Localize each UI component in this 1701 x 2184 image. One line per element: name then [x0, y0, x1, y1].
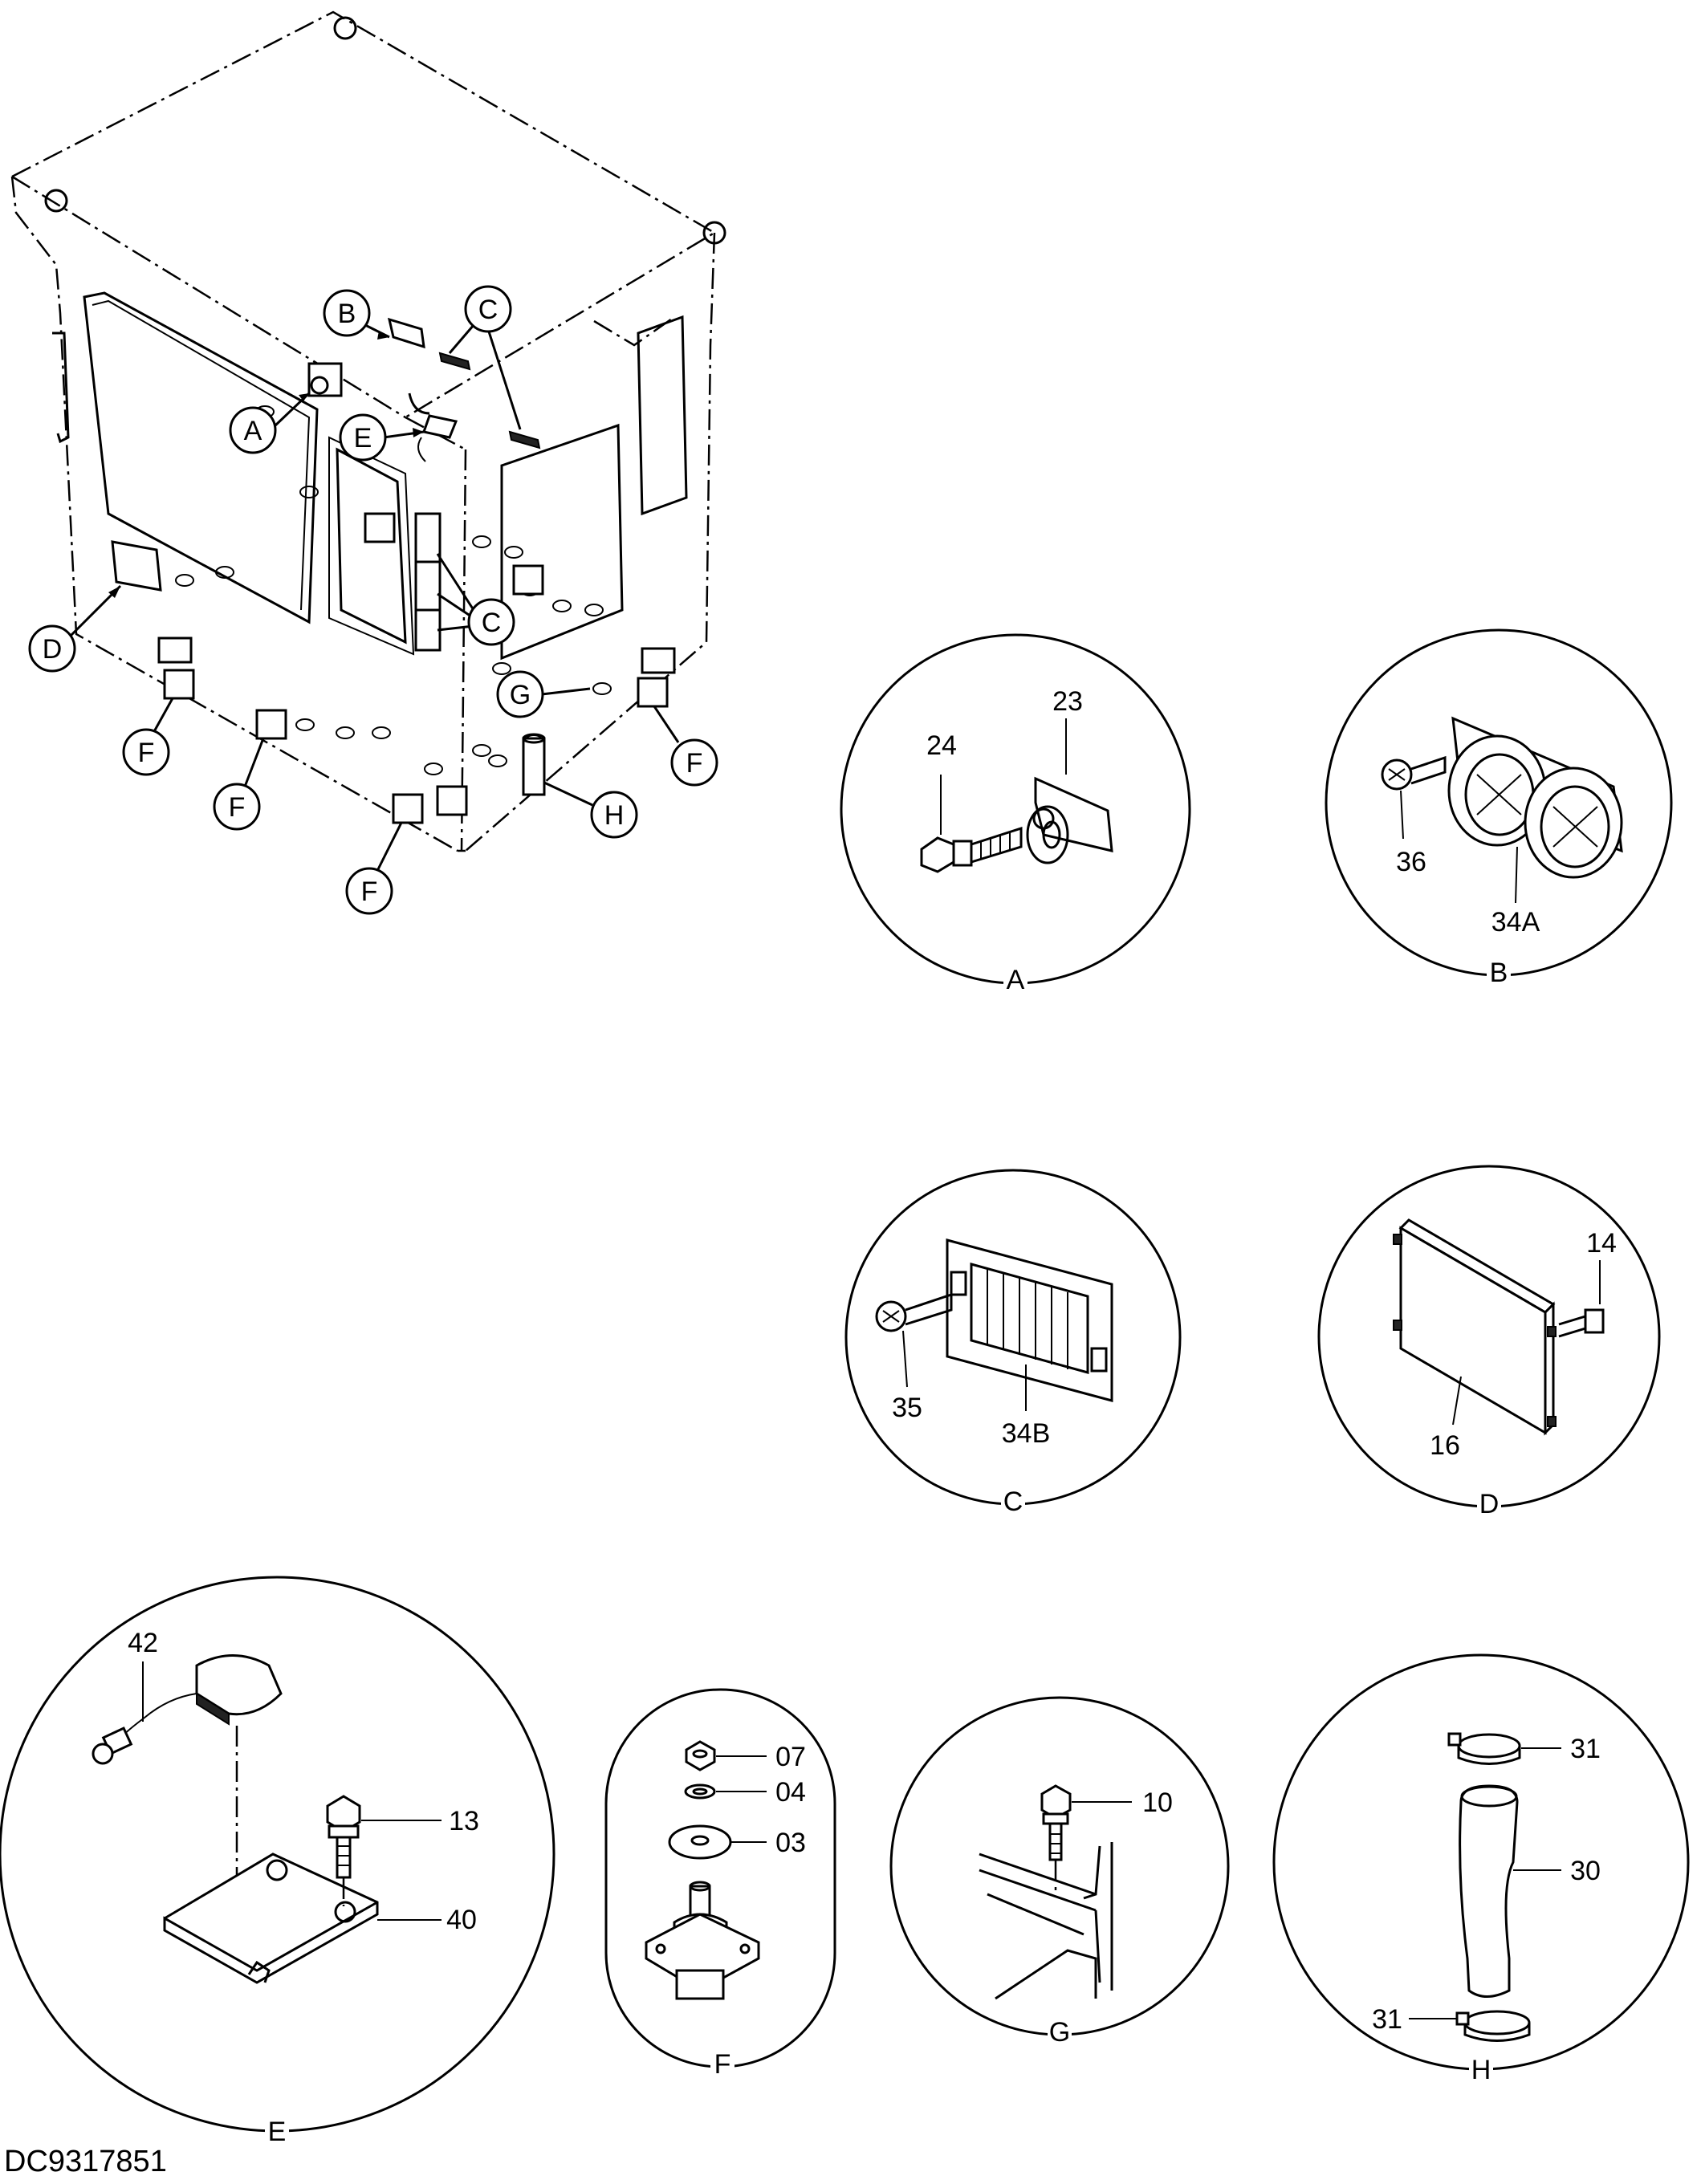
callout-f-1-label: F: [138, 738, 155, 768]
callout-e-label: E: [354, 423, 372, 453]
detail-e-letter: E: [268, 2117, 287, 2147]
part-number-04: 04: [775, 1777, 806, 1808]
callout-f-3: [345, 867, 393, 915]
part-number-35: 35: [892, 1393, 922, 1423]
part-number-14: 14: [1586, 1228, 1617, 1259]
callout-e: [339, 413, 387, 462]
callout-a-label: A: [244, 416, 262, 446]
detail-a-letter: A: [1007, 965, 1025, 995]
overview-callouts: A B C C D E F F F: [28, 285, 718, 915]
callout-c-middle-label: C: [482, 608, 502, 638]
callout-c-middle: [467, 598, 515, 646]
part-number-16: 16: [1430, 1430, 1460, 1461]
part-number-24: 24: [926, 730, 957, 761]
cab-overview: [10, 10, 726, 852]
callout-g-label: G: [510, 680, 531, 710]
part-number-23: 23: [1052, 686, 1083, 717]
callout-f-4: [670, 738, 718, 787]
callout-d: [28, 624, 76, 673]
callout-g: [496, 670, 544, 718]
callout-c-top: [464, 285, 512, 333]
detail-view-e: E 42 40 13: [0, 1576, 555, 2147]
part-number-31-bottom: 31: [1372, 2004, 1402, 2035]
part-number-07: 07: [775, 1742, 806, 1772]
part-number-42: 42: [128, 1628, 158, 1658]
callout-b: [323, 289, 371, 337]
part-number-34b: 34B: [1002, 1418, 1051, 1449]
callout-f-2: [213, 783, 261, 831]
detail-b-letter: B: [1490, 958, 1508, 988]
part-number-03: 03: [775, 1828, 806, 1858]
part-number-10: 10: [1142, 1787, 1173, 1818]
detail-d-letter: D: [1479, 1489, 1500, 1519]
callout-d-label: D: [43, 634, 63, 665]
callout-f-3-label: F: [361, 876, 378, 907]
callout-f-1: [122, 728, 170, 776]
detail-c-letter: C: [1003, 1487, 1023, 1517]
part-number-36: 36: [1396, 847, 1426, 877]
callout-h-label: H: [604, 800, 625, 831]
drawing-id: DC9317851: [4, 2145, 167, 2178]
part-number-34a: 34A: [1491, 907, 1540, 937]
detail-f-letter: F: [714, 2049, 731, 2080]
detail-view-d: D 14 16: [1317, 1165, 1661, 1519]
part-number-13: 13: [449, 1806, 479, 1836]
part-number-30: 30: [1570, 1856, 1601, 1886]
part-number-31-top: 31: [1570, 1734, 1601, 1764]
callout-f-4-label: F: [686, 748, 703, 779]
callout-a: [229, 406, 277, 454]
detail-view-c: C 35 34B: [844, 1169, 1182, 1517]
detail-view-h: H 31 30 31: [1272, 1653, 1690, 2085]
detail-view-g: G 10: [889, 1696, 1230, 2048]
callout-f-2-label: F: [229, 792, 246, 823]
detail-view-a: A 24 23: [840, 633, 1191, 995]
callout-h: [590, 791, 638, 839]
part-number-40: 40: [446, 1905, 477, 1935]
detail-h-letter: H: [1471, 2055, 1491, 2085]
detail-view-f: F 07 04 03: [604, 1688, 836, 2080]
callout-c-top-label: C: [478, 295, 498, 325]
detail-g-letter: G: [1049, 2017, 1070, 2048]
callout-b-label: B: [338, 299, 356, 329]
detail-view-b: B 36 34A: [1325, 628, 1673, 988]
